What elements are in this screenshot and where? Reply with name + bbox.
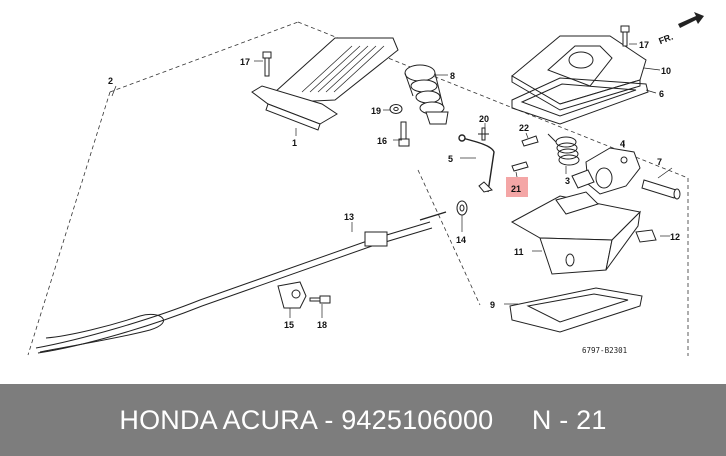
callout-12: 12 xyxy=(670,232,680,242)
part-bolt-16 xyxy=(398,121,410,147)
callout-4: 4 xyxy=(620,139,625,149)
callout-14: 14 xyxy=(456,235,466,245)
part-accelerator-pedal xyxy=(251,37,399,131)
callout-21: 21 xyxy=(511,184,521,194)
part-nut-19 xyxy=(389,104,403,114)
part-grommet-12 xyxy=(635,229,657,243)
callout-8: 8 xyxy=(450,71,455,81)
part-clip-21 xyxy=(511,161,529,172)
part-bolt-17-right xyxy=(620,25,630,47)
part-cover-10 xyxy=(511,35,647,111)
callout-2: 2 xyxy=(108,76,113,86)
callout-18: 18 xyxy=(317,320,327,330)
callout-17-right: 17 xyxy=(639,40,649,50)
callout-3: 3 xyxy=(565,176,570,186)
callout-6: 6 xyxy=(659,89,664,99)
footer-bar: HONDA ACURA - 9425106000 N - 21 xyxy=(0,384,726,456)
part-plate-9 xyxy=(509,287,643,333)
part-clamp-15 xyxy=(277,281,307,309)
callouts: 1 2 3 4 5 6 7 8 9 10 11 12 13 14 15 16 1… xyxy=(108,40,680,330)
callout-11: 11 xyxy=(514,247,524,257)
part-bolt-18 xyxy=(309,295,331,304)
callout-highlight-21 xyxy=(506,177,528,197)
part-clip-22 xyxy=(521,135,539,147)
part-gasket-6 xyxy=(511,77,649,125)
callout-7: 7 xyxy=(657,157,662,167)
part-spring-3 xyxy=(547,133,580,166)
part-housing-11 xyxy=(510,191,642,275)
callout-20: 20 xyxy=(479,114,489,124)
drawing-code: 6797-B2301 xyxy=(582,346,627,355)
part-washer-14 xyxy=(456,200,468,216)
front-direction-label: FR. xyxy=(657,32,674,47)
footer-title: HONDA ACURA - 9425106000 N - 21 xyxy=(119,404,607,435)
callout-1: 1 xyxy=(292,138,297,148)
callout-15: 15 xyxy=(284,320,294,330)
parts-diagram: FR. 1 2 3 4 5 6 7 8 9 xyxy=(27,12,704,356)
part-lever-4 xyxy=(571,147,641,195)
callout-22: 22 xyxy=(519,123,529,133)
callout-16: 16 xyxy=(377,136,387,146)
part-boot-8 xyxy=(404,64,449,125)
callout-9: 9 xyxy=(490,300,495,310)
part-pin-20 xyxy=(478,127,489,141)
callout-17-left: 17 xyxy=(240,57,250,67)
part-bolt-17-left xyxy=(262,51,272,77)
part-cable-13 xyxy=(35,211,447,354)
front-direction-arrow: FR. xyxy=(657,12,704,46)
part-rod-5 xyxy=(458,134,495,193)
part-pin-7 xyxy=(641,179,681,200)
callout-13: 13 xyxy=(344,212,354,222)
callout-5: 5 xyxy=(448,154,453,164)
callout-10: 10 xyxy=(661,66,671,76)
callout-19: 19 xyxy=(371,106,381,116)
